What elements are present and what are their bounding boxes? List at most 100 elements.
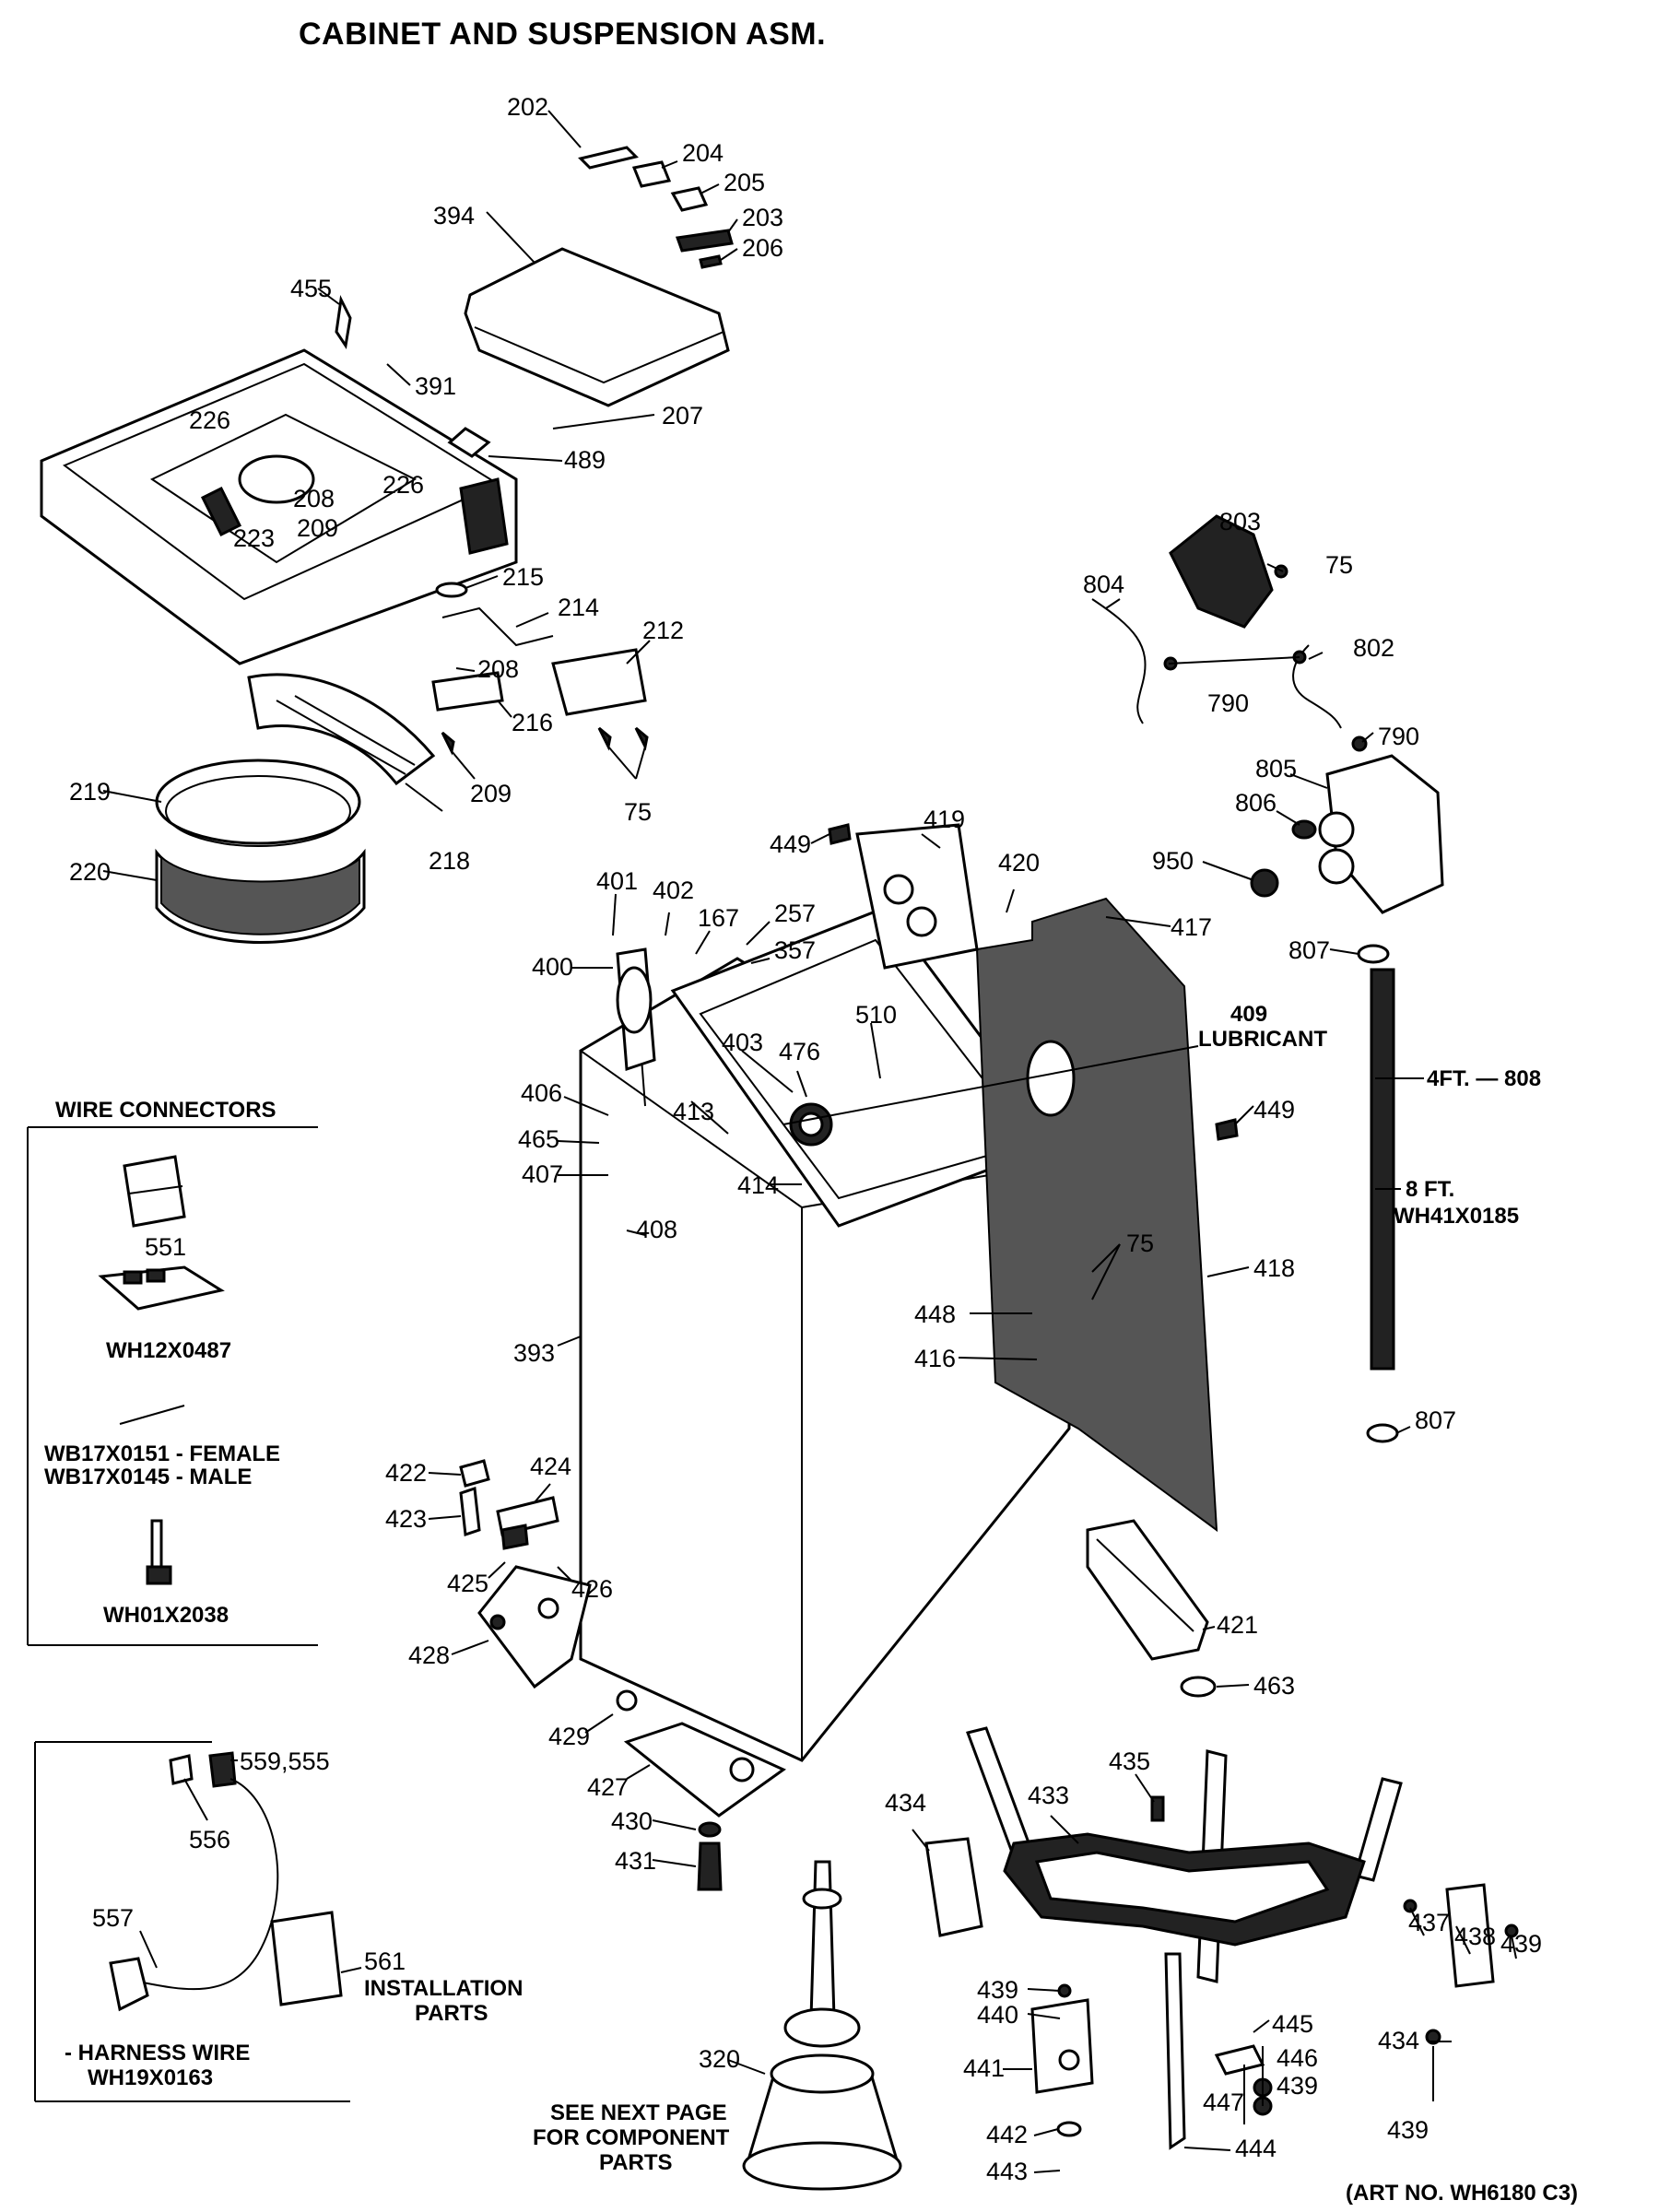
callout-393: 393 <box>513 1339 555 1367</box>
wire-connector-female: WB17X0151 - FEMALE <box>44 1441 280 1466</box>
callout-465: 465 <box>518 1125 559 1153</box>
callout-448: 448 <box>914 1300 956 1328</box>
callout-804: 804 <box>1083 571 1124 598</box>
callout-561: 561 <box>364 1947 406 1975</box>
callout-805: 805 <box>1255 755 1297 782</box>
callout-203: 203 <box>742 204 783 231</box>
see-next-page-line3: PARTS <box>599 2150 673 2175</box>
callout-557: 557 <box>92 1904 134 1932</box>
wire-connector-wh12x0487: WH12X0487 <box>106 1338 231 1363</box>
callout-433: 433 <box>1028 1782 1069 1809</box>
lid-hinge-parts <box>578 146 734 269</box>
callout-402: 402 <box>653 877 694 904</box>
callout-807-bottom: 807 <box>1415 1406 1456 1434</box>
callout-202: 202 <box>507 93 548 121</box>
callout-257: 257 <box>774 900 816 927</box>
callout-320: 320 <box>699 2045 740 2073</box>
callout-489: 489 <box>564 446 606 474</box>
callout-226-right: 226 <box>382 471 424 499</box>
wire-connectors-heading: WIRE CONNECTORS <box>55 1098 276 1123</box>
harness-wire-part-number: WH19X0163 <box>88 2065 213 2090</box>
callout-209-top: 209 <box>297 514 338 542</box>
callout-214: 214 <box>558 594 599 621</box>
callout-418: 418 <box>1253 1254 1295 1282</box>
callout-394: 394 <box>433 202 475 229</box>
callout-413: 413 <box>673 1098 714 1125</box>
callout-447: 447 <box>1203 2088 1244 2116</box>
callout-445: 445 <box>1272 2010 1313 2038</box>
callout-212: 212 <box>642 617 684 644</box>
callout-408: 408 <box>636 1216 677 1243</box>
callout-427: 427 <box>587 1773 629 1801</box>
see-next-page-line1: SEE NEXT PAGE <box>550 2100 727 2125</box>
callout-435: 435 <box>1109 1747 1150 1775</box>
callout-223: 223 <box>233 524 275 552</box>
callout-455: 455 <box>290 275 332 302</box>
callout-510: 510 <box>855 1001 897 1029</box>
callout-442: 442 <box>986 2121 1028 2148</box>
callout-476: 476 <box>779 1038 820 1065</box>
installation-label: INSTALLATION <box>364 1976 523 2001</box>
callout-414: 414 <box>737 1171 779 1199</box>
wire-connectors-box <box>27 1126 318 1646</box>
diagram-title: CABINET AND SUSPENSION ASM. <box>298 17 827 52</box>
lubricant-label: LUBRICANT <box>1198 1027 1327 1052</box>
callout-790-left: 790 <box>1207 689 1249 717</box>
callout-439-right: 439 <box>1500 1930 1542 1958</box>
harness-box <box>34 1741 350 2102</box>
callout-391: 391 <box>415 372 456 400</box>
callout-209-lower: 209 <box>470 780 512 807</box>
callout-406: 406 <box>521 1079 562 1107</box>
callout-75-cabinet: 75 <box>1126 1230 1154 1257</box>
callout-400: 400 <box>532 953 573 981</box>
callout-220: 220 <box>69 858 111 886</box>
callout-441: 441 <box>963 2054 1005 2082</box>
callout-423: 423 <box>385 1505 427 1533</box>
callout-labels: 202 204 205 203 206 394 455 391 226 226 … <box>44 93 1578 2206</box>
lid <box>464 247 730 407</box>
callout-439-bottom: 439 <box>1387 2116 1429 2144</box>
callout-803: 803 <box>1219 508 1261 535</box>
wire-connector-551: 551 <box>145 1233 186 1261</box>
wire-connector-male: WB17X0145 - MALE <box>44 1465 252 1489</box>
linkage-parts <box>431 582 649 756</box>
callout-428: 428 <box>408 1641 450 1669</box>
callout-75-top-right: 75 <box>1325 551 1353 579</box>
hose-4ft-label: 4FT. — 808 <box>1427 1066 1541 1091</box>
callout-407: 407 <box>522 1160 563 1188</box>
callout-401: 401 <box>596 867 638 895</box>
tub-ring <box>155 673 436 944</box>
cabinet <box>579 906 1071 1762</box>
callout-403: 403 <box>722 1029 763 1056</box>
callout-806: 806 <box>1235 789 1277 817</box>
callout-424: 424 <box>530 1453 571 1480</box>
callout-216: 216 <box>512 709 553 736</box>
harness-wire-label: - HARNESS WIRE <box>65 2041 250 2065</box>
hose-8ft-part-number: WH41X0185 <box>1394 1204 1519 1229</box>
callout-421: 421 <box>1217 1611 1258 1639</box>
callout-790-right: 790 <box>1378 723 1419 750</box>
callout-204: 204 <box>682 139 724 167</box>
see-next-page-line2: FOR COMPONENT <box>533 2125 730 2150</box>
installation-parts-label: PARTS <box>415 2001 488 2026</box>
callout-437: 437 <box>1408 1909 1450 1936</box>
callout-430: 430 <box>611 1807 653 1835</box>
callout-440: 440 <box>977 2001 1018 2029</box>
callout-226-left: 226 <box>189 406 230 434</box>
callout-409: 409 <box>1230 1002 1267 1027</box>
callout-444: 444 <box>1235 2135 1277 2162</box>
callout-208-top: 208 <box>293 485 335 512</box>
callout-417: 417 <box>1171 913 1212 941</box>
callout-419: 419 <box>924 806 965 833</box>
callout-438: 438 <box>1454 1923 1496 1950</box>
callout-439-center: 439 <box>1277 2072 1318 2100</box>
callout-559-555: 559,555 <box>240 1747 330 1775</box>
callout-215: 215 <box>502 563 544 591</box>
callout-449-top: 449 <box>770 830 811 858</box>
wire-connector-wh01x2038: WH01X2038 <box>103 1603 229 1628</box>
callout-556: 556 <box>189 1826 230 1853</box>
top-cover <box>40 295 518 665</box>
callout-449-right: 449 <box>1253 1096 1295 1124</box>
callout-429: 429 <box>548 1723 590 1750</box>
callout-218: 218 <box>429 847 470 875</box>
